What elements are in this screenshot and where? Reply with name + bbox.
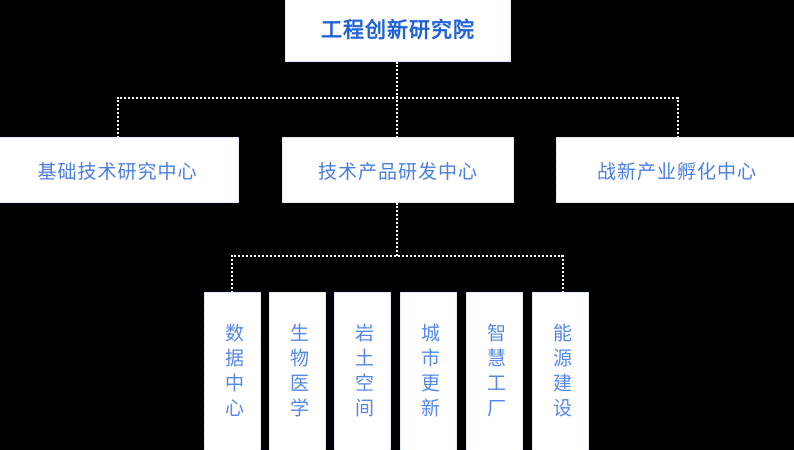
org-node-level3-label: 智慧工厂 [484,323,505,423]
org-node-data-center[interactable]: 数据中心 [204,292,261,450]
connector-level3-stem [396,203,398,256]
org-node-biomedicine[interactable]: 生物医学 [269,292,326,450]
connector-level3-bus [231,255,563,257]
org-node-smart-factory[interactable]: 智慧工厂 [466,292,523,450]
connector-drop-level2-center [396,97,398,138]
connector-drop-level3-left [231,255,233,293]
org-node-energy-construction[interactable]: 能源建设 [532,292,589,450]
org-node-level3-label: 岩土空间 [352,323,373,423]
org-node-level2-label: 技术产品研发中心 [317,161,478,183]
org-node-tech-product-rnd-center[interactable]: 技术产品研发中心 [282,137,514,203]
org-node-level2-label: 基础技术研究中心 [37,161,198,183]
org-node-level2-label: 战新产业孵化中心 [596,161,757,183]
org-node-root-label: 工程创新研究院 [321,19,475,42]
org-node-basic-tech-research-center[interactable]: 基础技术研究中心 [0,137,239,203]
connector-drop-level2-right [677,97,679,138]
org-node-geotechnical-space[interactable]: 岩土空间 [334,292,391,450]
connector-root-stem [396,62,398,98]
org-node-root[interactable]: 工程创新研究院 [285,0,511,62]
org-node-level3-label: 能源建设 [550,323,571,423]
org-node-level3-label: 城市更新 [418,323,439,423]
org-node-urban-renewal[interactable]: 城市更新 [400,292,457,450]
org-node-level3-label: 生物医学 [287,323,308,423]
connector-drop-level3-right [562,255,564,293]
org-node-strategic-industry-incubation-center[interactable]: 战新产业孵化中心 [556,137,794,203]
connector-drop-level2-left [117,97,119,138]
org-node-level3-label: 数据中心 [222,323,243,423]
